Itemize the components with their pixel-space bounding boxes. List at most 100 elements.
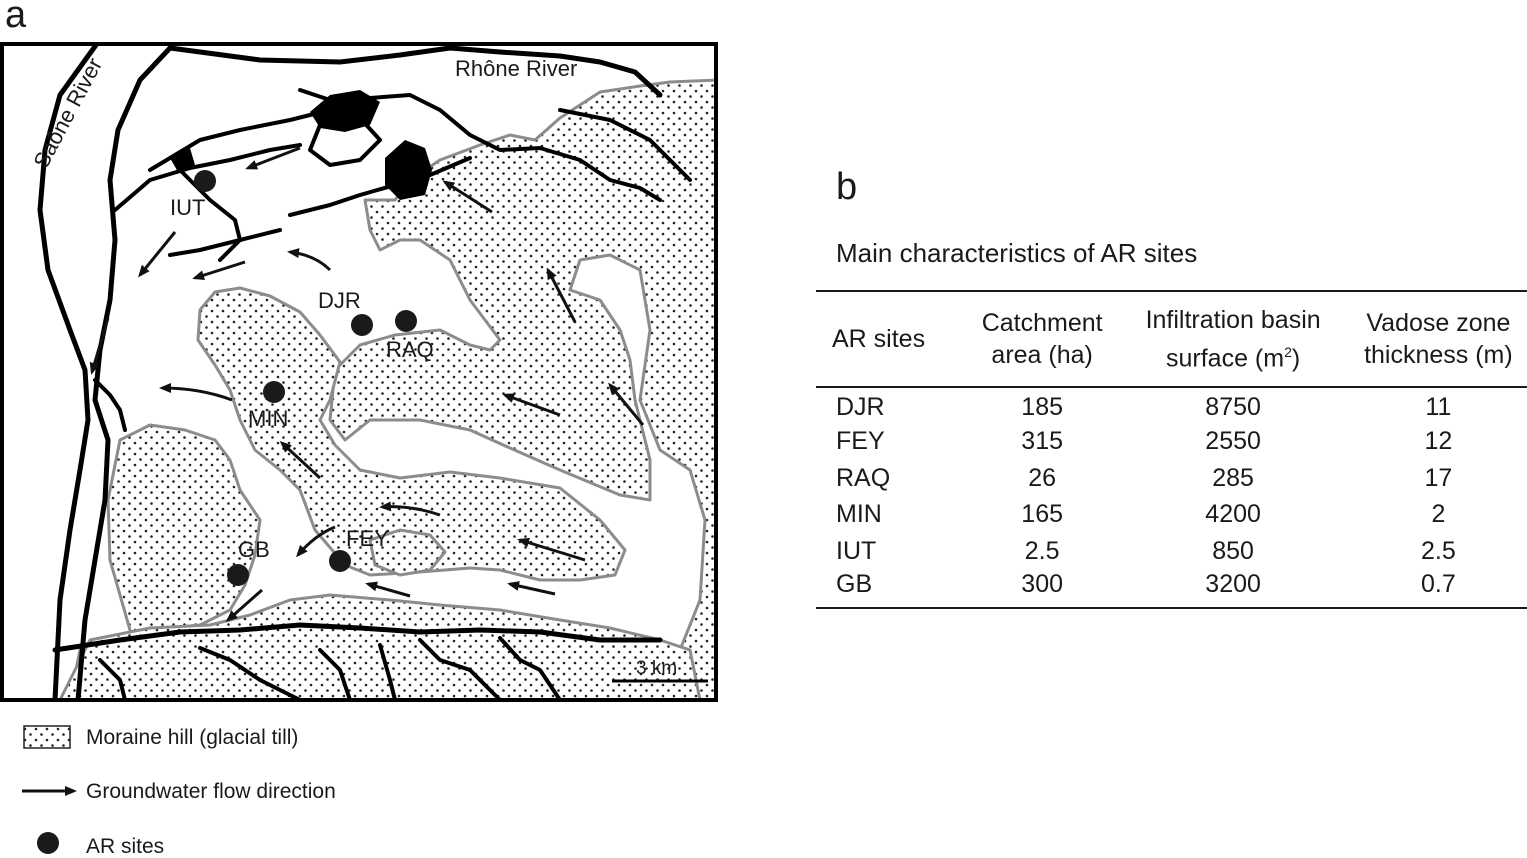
- table-row: GB 300 3200 0.7: [816, 570, 1527, 608]
- south-river-2: [198, 646, 302, 702]
- south-river-4: [418, 638, 502, 702]
- cell-surface: 2550: [1205, 427, 1261, 456]
- flow-arrow: [365, 581, 411, 598]
- panel-b-label: b: [836, 166, 858, 208]
- south-river-5: [498, 636, 562, 702]
- rhone-river-north: [167, 45, 663, 98]
- header-ar-sites: AR sites: [832, 325, 926, 353]
- cell-surface: 850: [1212, 536, 1254, 565]
- table-row: IUT 2.5 850 2.5: [816, 533, 1527, 570]
- south-river-6: [98, 658, 127, 702]
- table-row: FEY 315 2550 12: [816, 424, 1527, 461]
- table-row: DJR 185 8750 11: [816, 387, 1527, 424]
- legend-sites-label: AR sites: [86, 835, 165, 858]
- site-labels: IUT DJR RAQ MIN GB FEY: [170, 195, 434, 562]
- map-frame: [0, 42, 718, 702]
- table-row: MIN 165 4200 2: [816, 497, 1527, 534]
- cell-catchment: 300: [1021, 569, 1064, 598]
- cell-catchment: 2.5: [1024, 536, 1060, 565]
- cell-surface: 285: [1212, 463, 1254, 492]
- scale-bar-label: 3 km: [636, 658, 677, 679]
- cell-site: RAQ: [836, 463, 891, 492]
- site-label-min: MIN: [248, 406, 288, 431]
- moraine-fey-islet: [368, 528, 447, 577]
- site-marker-fey: [329, 550, 351, 572]
- moraine-central: [196, 286, 627, 582]
- site-label-djr: DJR: [318, 288, 361, 313]
- flow-arrow: [442, 180, 493, 214]
- cell-site: MIN: [836, 500, 882, 529]
- site-label-fey: FEY: [346, 526, 389, 551]
- flow-arrow: [192, 260, 246, 281]
- cell-vadose: 2.5: [1421, 536, 1456, 565]
- flow-arrow: [159, 383, 233, 402]
- site-label-iut: IUT: [170, 195, 205, 220]
- saone-river-label: Saône River: [28, 54, 107, 173]
- site-marker-gb: [227, 564, 249, 586]
- flow-arrow: [296, 525, 336, 558]
- cell-vadose: 17: [1424, 463, 1453, 492]
- table-row: RAQ 26 285 17: [816, 460, 1527, 497]
- cell-catchment: 185: [1021, 393, 1064, 422]
- flow-arrow: [546, 267, 577, 323]
- cell-vadose: 2: [1431, 500, 1446, 529]
- site-marker-raq: [395, 310, 417, 332]
- flow-arrow: [379, 501, 441, 517]
- flow-arrow: [279, 440, 322, 480]
- south-river-7: [378, 643, 397, 702]
- flow-arrow: [89, 317, 110, 375]
- cell-site: IUT: [836, 536, 877, 565]
- flow-arrow: [245, 146, 301, 170]
- table-title: Main characteristics of AR sites: [836, 238, 1198, 268]
- rivers: [37, 42, 692, 702]
- flow-arrow: [225, 588, 263, 622]
- site-marker-iut: [194, 170, 216, 192]
- site-marker-djr: [351, 314, 373, 336]
- moraine-northeast: [328, 78, 718, 702]
- cell-catchment: 165: [1021, 500, 1064, 529]
- ar-site-markers: [194, 170, 417, 586]
- flow-arrows: [89, 146, 645, 622]
- flow-arrow: [608, 382, 645, 426]
- flow-arrow: [507, 581, 556, 596]
- south-river-3: [318, 648, 352, 702]
- cell-catchment: 315: [1021, 427, 1064, 456]
- cell-vadose: 0.7: [1421, 569, 1456, 598]
- site-label-raq: RAQ: [386, 337, 434, 362]
- cell-site: FEY: [836, 427, 885, 456]
- rhone-channel-4: [288, 156, 472, 217]
- rhone-channel-2: [113, 143, 302, 212]
- legend-moraine-swatch: [23, 725, 71, 749]
- south-river-1: [52, 622, 663, 653]
- site-label-gb: GB: [238, 537, 270, 562]
- rhone-channel-1: [148, 93, 662, 202]
- saone-river-bank-west: [37, 42, 99, 702]
- legend-flow-label: Groundwater flow direction: [86, 780, 336, 803]
- cell-vadose: 12: [1424, 427, 1453, 456]
- legend-moraine-label: Moraine hill (glacial till): [86, 726, 299, 749]
- flow-arrow: [517, 537, 586, 562]
- legend-site-dot-icon: [37, 832, 59, 854]
- wetland-patches: [170, 90, 432, 200]
- cell-catchment: 26: [1028, 463, 1057, 492]
- panel-a-label: a: [5, 0, 27, 36]
- flow-arrow: [287, 248, 332, 272]
- rhone-river-label: Rhône River: [455, 56, 577, 81]
- cell-vadose: 11: [1425, 393, 1452, 422]
- cell-surface: 4200: [1205, 500, 1261, 529]
- moraine-areas: [58, 78, 718, 702]
- west-tributary: [93, 378, 127, 432]
- rhone-channel-5: [168, 228, 282, 257]
- cell-surface: 8750: [1205, 393, 1261, 422]
- flow-arrow: [138, 231, 177, 278]
- rhone-channel-7: [558, 108, 692, 182]
- cell-site: DJR: [836, 393, 885, 422]
- cell-site: GB: [836, 569, 873, 598]
- cell-surface: 3200: [1205, 569, 1261, 598]
